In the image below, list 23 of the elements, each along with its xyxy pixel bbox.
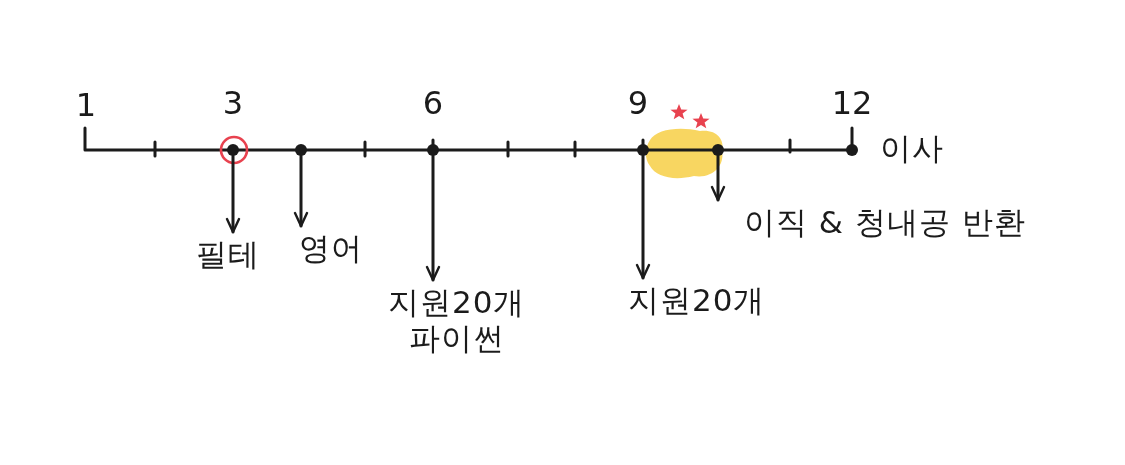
- timeline-dot: [637, 144, 649, 156]
- event-label: 지원20개: [628, 282, 766, 318]
- timeline-dot: [227, 144, 239, 156]
- timeline-dot: [846, 144, 858, 156]
- tick-label: 6: [422, 84, 444, 122]
- timeline-dot: [295, 144, 307, 156]
- tick-label: 1: [75, 86, 97, 124]
- tick-label: 12: [831, 84, 873, 122]
- arrow: [293, 154, 309, 228]
- tick-label: 9: [627, 84, 649, 122]
- timeline-dot: [712, 144, 724, 156]
- event-label: 이직 & 청내공 반환: [744, 204, 1026, 240]
- arrow: [710, 154, 726, 202]
- event-label: 필테: [196, 236, 260, 272]
- tick-label: 3: [222, 84, 244, 122]
- event-label: 파이썬: [407, 320, 506, 356]
- timeline-dot: [427, 144, 439, 156]
- event-label: 영어: [299, 230, 363, 266]
- event-label: 지원20개: [388, 284, 526, 320]
- event-label: 이사: [880, 130, 944, 166]
- arrow: [635, 154, 651, 280]
- arrow: [425, 154, 441, 282]
- arrow: [225, 154, 241, 234]
